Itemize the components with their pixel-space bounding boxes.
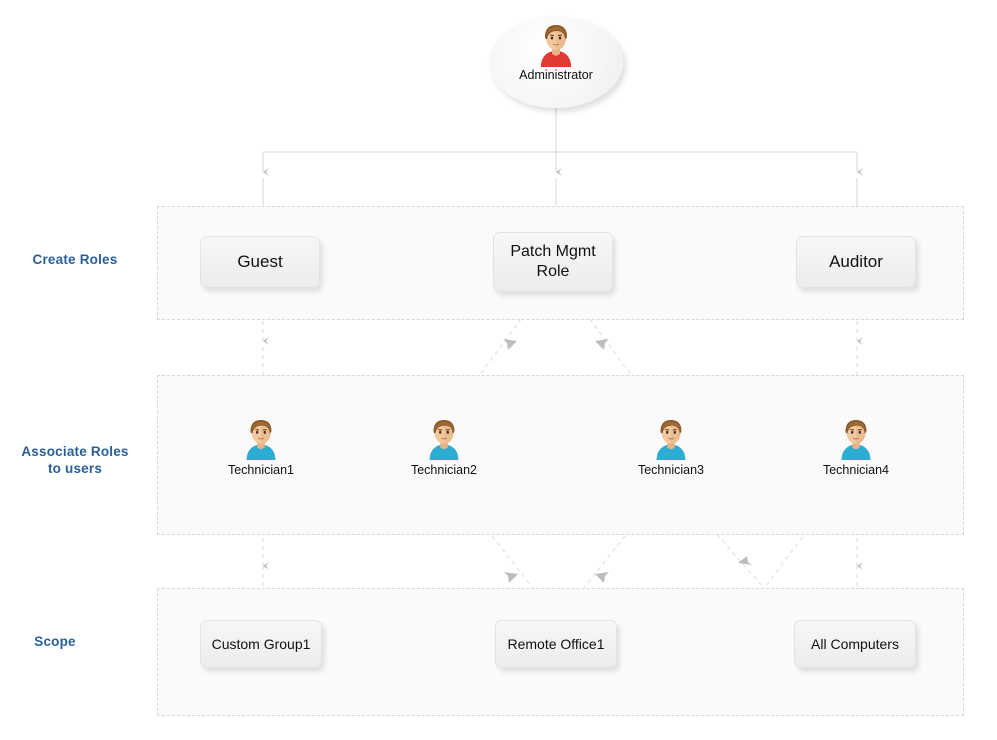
user-technician2-label: Technician2	[410, 463, 477, 477]
user-technician4-label: Technician4	[822, 463, 889, 477]
administrator-avatar-icon	[535, 23, 577, 67]
lane-label-scope: Scope	[34, 634, 76, 649]
node-administrator[interactable]: Administrator	[489, 16, 623, 108]
scope-remote-office1-label: Remote Office1	[507, 636, 605, 652]
technician-avatar-icon	[651, 418, 691, 460]
lane-label-associate-roles: Associate Roles to users	[21, 444, 129, 476]
band-associate-roles	[157, 375, 964, 535]
node-scope-custom-group1[interactable]: Custom Group1	[200, 620, 322, 668]
technician-avatar-icon	[241, 418, 281, 460]
scope-custom-group1-label: Custom Group1	[211, 636, 311, 652]
node-role-guest[interactable]: Guest	[200, 236, 320, 288]
role-patch-mgmt-label: Patch Mgmt Role	[510, 243, 596, 280]
connector-fan-arrowheads	[503, 339, 609, 350]
scope-all-computers-label: All Computers	[811, 636, 899, 652]
node-user-technician1[interactable]: Technician1	[206, 418, 316, 477]
node-user-technician4[interactable]: Technician4	[801, 418, 911, 477]
node-role-auditor[interactable]: Auditor	[796, 236, 916, 288]
node-scope-all-computers[interactable]: All Computers	[794, 620, 916, 668]
lane-label-create-roles: Create Roles	[32, 252, 118, 267]
role-auditor-label: Auditor	[829, 252, 883, 271]
node-role-patch-mgmt[interactable]: Patch Mgmt Role	[493, 232, 613, 292]
node-scope-remote-office1[interactable]: Remote Office1	[495, 620, 617, 668]
role-guest-label: Guest	[237, 252, 283, 271]
user-technician1-label: Technician1	[227, 463, 294, 477]
user-technician3-label: Technician3	[637, 463, 704, 477]
technician-avatar-icon	[836, 418, 876, 460]
node-user-technician3[interactable]: Technician3	[616, 418, 726, 477]
administrator-label: Administrator	[519, 68, 593, 82]
node-user-technician2[interactable]: Technician2	[389, 418, 499, 477]
technician-avatar-icon	[424, 418, 464, 460]
connector-scope-arrowheads	[504, 556, 752, 583]
